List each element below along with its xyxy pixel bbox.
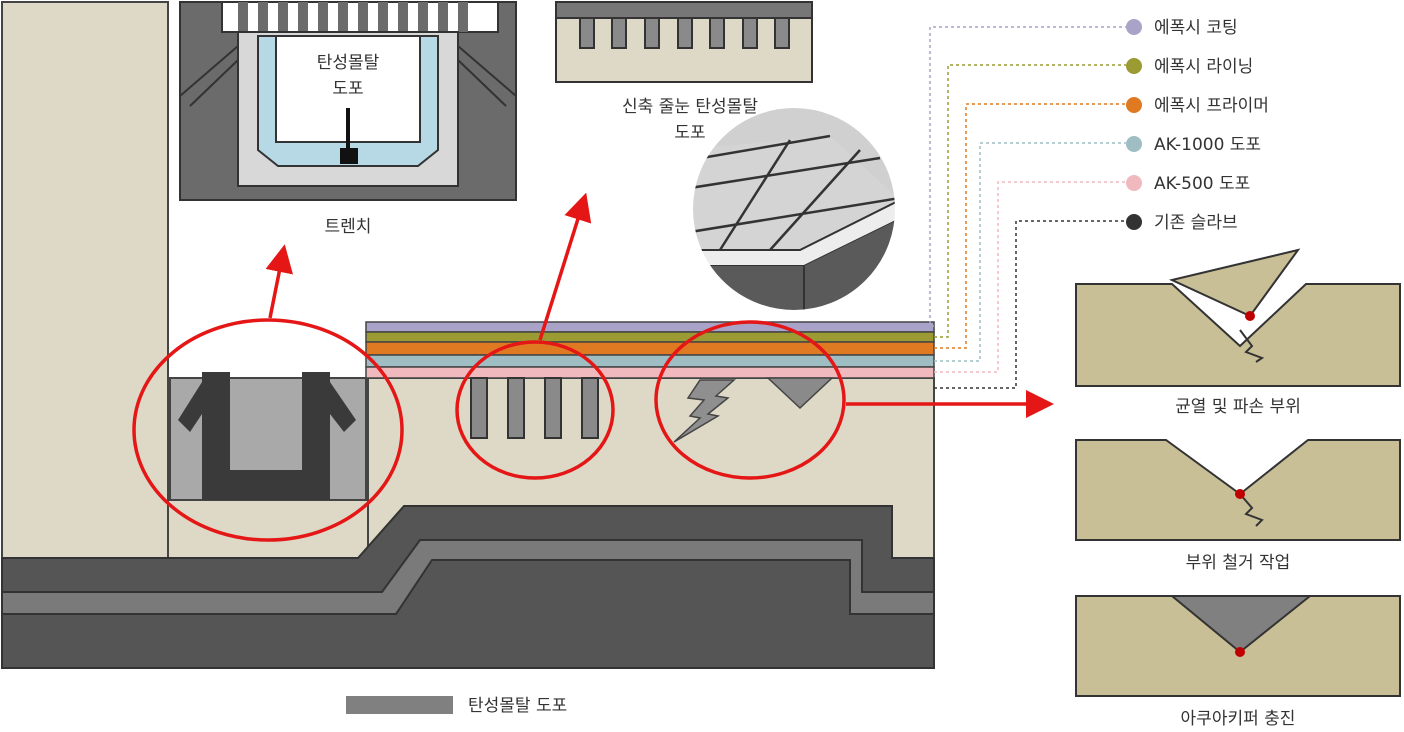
highlights <box>132 192 1054 542</box>
repair-step-remove <box>1075 439 1401 541</box>
step-fill-label: 아쿠아키퍼 충진 <box>1181 709 1296 729</box>
repair-step-crack <box>1075 248 1401 387</box>
joint-bar <box>470 377 488 439</box>
left-wall <box>1 1 169 559</box>
slab-mid-band <box>1 539 935 615</box>
trench-inner-label-2: 도포 <box>332 79 363 99</box>
legend-dot <box>1126 97 1142 113</box>
point-marker <box>1235 647 1245 657</box>
crack-mark <box>673 379 736 443</box>
legend-dot <box>1126 175 1142 191</box>
layer-ak1000 <box>365 354 935 368</box>
point-marker <box>1235 489 1245 499</box>
legend-label: 에폭시 라이닝 <box>1154 57 1253 77</box>
main-cross-section <box>1 1 935 669</box>
bottom-legend-swatch <box>346 696 453 714</box>
joint-bar <box>544 377 562 439</box>
legend-leaders <box>929 26 1126 389</box>
trench-left-flange <box>178 382 202 432</box>
step-crack-label: 균열 및 파손 부위 <box>1175 397 1301 417</box>
legend-label: 에폭시 코팅 <box>1154 18 1238 38</box>
joint-bar <box>581 377 599 439</box>
highlight-trench <box>132 318 404 542</box>
trench-inner-label-1: 탄성몰탈 <box>317 53 380 73</box>
trench-grate-bars <box>238 2 468 32</box>
layer-ak500 <box>365 366 935 379</box>
layer-epoxy-lining <box>365 331 935 343</box>
legend-dot <box>1126 214 1142 230</box>
highlight-crack <box>654 320 846 480</box>
layer-epoxy-coating <box>365 321 935 333</box>
legend-label: AK-500 도포 <box>1154 174 1250 194</box>
trench-u-channel <box>202 372 330 500</box>
repair-step-fill <box>1075 595 1401 697</box>
legend-dot <box>1126 136 1142 152</box>
arrow-to-joint <box>538 192 592 341</box>
joint-detail-bars <box>579 17 790 49</box>
trench-drain-box <box>340 148 358 164</box>
joint-label-2: 도포 <box>674 123 705 143</box>
trench-detail: 탄성몰탈 도포 <box>179 1 517 201</box>
layer-epoxy-primer <box>365 341 935 356</box>
highlight-joint <box>455 340 615 480</box>
legend-dot <box>1126 58 1142 74</box>
bottom-legend-label: 탄성몰탈 도포 <box>468 696 567 716</box>
step-remove-label: 부위 철거 작업 <box>1186 553 1291 573</box>
trench-side-lines <box>179 45 517 107</box>
legend-label: 기존 슬라브 <box>1154 213 1238 233</box>
arrow-to-trench <box>265 244 293 319</box>
joint-detail-top <box>555 1 813 19</box>
legend-label: AK-1000 도포 <box>1154 135 1261 155</box>
joint-label-1: 신축 줄눈 탄성몰탈 <box>622 97 758 117</box>
trench-right-flange <box>330 382 356 432</box>
floor-perspective-circle <box>691 106 897 312</box>
v-damage-mark <box>766 377 834 410</box>
point-marker <box>1245 311 1255 321</box>
legend-label: 에폭시 프라이머 <box>1154 96 1269 116</box>
legend-dot <box>1126 19 1142 35</box>
joint-detail <box>555 1 813 83</box>
trench-label: 트렌치 <box>325 217 372 237</box>
joint-bar <box>507 377 525 439</box>
